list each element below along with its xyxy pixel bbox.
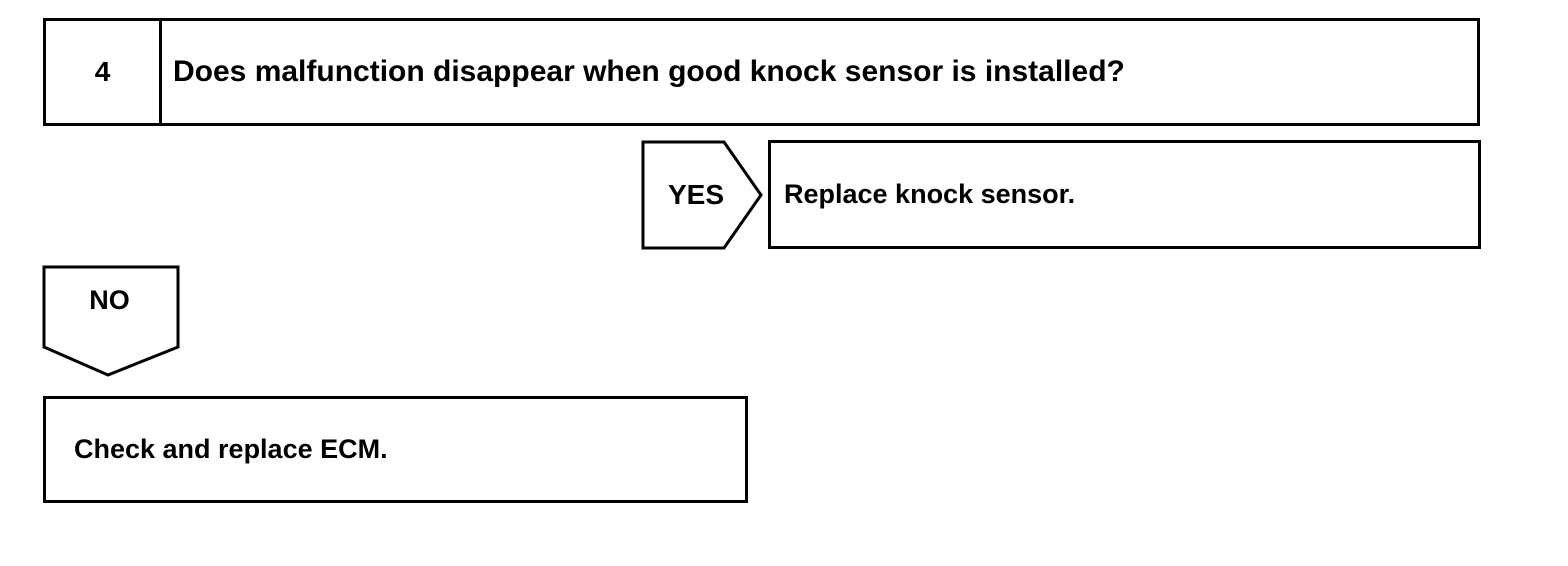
no-result-box: Check and replace ECM.	[43, 396, 748, 503]
step-box: 4 Does malfunction disappear when good k…	[43, 18, 1480, 126]
no-label: NO	[89, 285, 130, 315]
yes-result-text: Replace knock sensor.	[784, 179, 1076, 209]
yes-arrow-shape	[641, 140, 763, 250]
yes-label: YES	[667, 179, 725, 210]
yes-arrow-tag: YES	[641, 140, 763, 250]
no-result-text: Check and replace ECM.	[74, 434, 388, 464]
yes-result-box: Replace knock sensor.	[768, 140, 1481, 249]
no-arrow-tag: NO	[42, 265, 180, 377]
no-arrow-shape	[42, 265, 180, 377]
step-question: Does malfunction disappear when good kno…	[173, 55, 1125, 88]
step-number: 4	[46, 21, 162, 123]
